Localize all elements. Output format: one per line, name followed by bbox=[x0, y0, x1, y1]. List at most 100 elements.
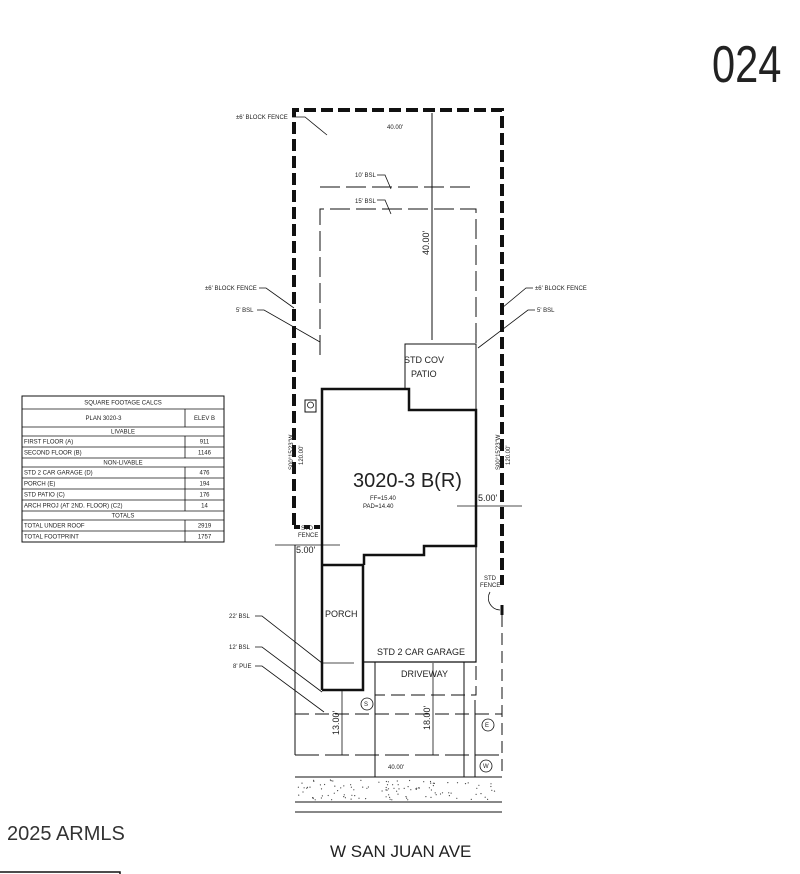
stipple-dot bbox=[365, 798, 367, 800]
table-row-value: 911 bbox=[200, 440, 210, 446]
std-fence-left-2: FENCE bbox=[298, 533, 318, 539]
table-row-label: PORCH (E) bbox=[24, 482, 55, 488]
porch-front-label: 13.00' bbox=[331, 710, 341, 735]
garage-front-label: 18.00' bbox=[422, 705, 432, 730]
stipple-dot bbox=[297, 786, 299, 788]
table-row-value: 1146 bbox=[198, 451, 212, 457]
stipple-dot bbox=[434, 792, 436, 794]
stipple-dot bbox=[321, 795, 323, 797]
stipple-dot bbox=[423, 781, 425, 783]
table-row-value: 194 bbox=[199, 482, 210, 488]
patio-label-2: PATIO bbox=[411, 369, 437, 379]
stipple-dot bbox=[319, 784, 321, 786]
bsl-12-callout: 12' BSL bbox=[229, 645, 250, 651]
water-marker-icon bbox=[479, 759, 493, 773]
stipple-dot bbox=[385, 780, 387, 783]
stipple-dot bbox=[403, 787, 405, 790]
stipple-dot bbox=[350, 798, 352, 800]
bsl-22-callout: 22' BSL bbox=[229, 614, 250, 620]
stipple-dot bbox=[381, 790, 383, 792]
stipple-dot bbox=[366, 787, 368, 789]
stipple-dot bbox=[484, 796, 486, 798]
stipple-dot bbox=[344, 797, 346, 799]
table-plan-label: PLAN 3020-3 bbox=[85, 416, 122, 422]
stipple-dot bbox=[415, 788, 417, 791]
stipple-dot bbox=[397, 784, 399, 786]
table-row-value: 1757 bbox=[198, 535, 212, 541]
stipple-dot bbox=[298, 794, 300, 796]
stipple-dot bbox=[397, 793, 399, 795]
leader bbox=[255, 646, 323, 693]
stipple-dot bbox=[475, 793, 477, 796]
stipple-dot bbox=[467, 782, 469, 784]
stipple-dot bbox=[429, 780, 432, 783]
driveway-edges bbox=[374, 662, 465, 777]
rear-bsl-15-callout: 15' BSL bbox=[355, 199, 376, 205]
stipple-dot bbox=[332, 780, 334, 782]
top-fence-callout: ±6' BLOCK FENCE bbox=[236, 115, 288, 121]
stipple-dot bbox=[301, 782, 303, 784]
sewer-marker-icon bbox=[360, 697, 374, 711]
stipple-dot bbox=[327, 794, 329, 797]
bottom-width-label: 40.00' bbox=[388, 765, 404, 771]
table-row-value: 476 bbox=[199, 471, 210, 477]
table-row-label: TOTAL UNDER ROOF bbox=[24, 524, 85, 530]
stipple-dot bbox=[320, 788, 323, 790]
stipple-dot bbox=[393, 787, 395, 789]
stipple-dot bbox=[385, 796, 387, 798]
ac-fan-icon bbox=[307, 401, 314, 409]
stipple-dot bbox=[389, 796, 391, 799]
table-section-header: LIVABLE bbox=[111, 430, 135, 436]
stipple-dot bbox=[306, 787, 308, 789]
stipple-dot bbox=[385, 789, 387, 791]
stipple-dot bbox=[398, 788, 400, 790]
stipple-dot bbox=[396, 780, 398, 782]
pad-elevation: PAD=14.40 bbox=[363, 504, 394, 510]
patio bbox=[404, 343, 477, 410]
stipple-dot bbox=[491, 789, 493, 791]
rear-bsl-10-callout: 10' BSL bbox=[355, 173, 376, 179]
table-elev-label: ELEV B bbox=[194, 416, 215, 422]
stipple-dot bbox=[456, 782, 459, 784]
std-fence-left-1: STD bbox=[301, 526, 314, 532]
stipple-dot bbox=[405, 796, 407, 798]
stipple-dot bbox=[314, 799, 316, 801]
stipple-dot bbox=[320, 797, 322, 799]
stipple-dot bbox=[313, 779, 315, 782]
stipple-dot bbox=[432, 782, 434, 784]
leader bbox=[292, 116, 328, 136]
driveway-label: DRIVEWAY bbox=[401, 669, 448, 679]
table-row-value: 2919 bbox=[198, 524, 212, 530]
stipple-dot bbox=[409, 779, 411, 782]
table-row-label: STD 2 CAR GARAGE (D) bbox=[24, 471, 93, 477]
leader bbox=[501, 287, 533, 309]
stipple-dot bbox=[354, 795, 356, 797]
stipple-dot bbox=[306, 786, 309, 789]
stipple-dot bbox=[450, 792, 452, 794]
top-width-label: 40.00' bbox=[387, 125, 403, 131]
leader bbox=[255, 665, 325, 713]
stipple-dot bbox=[430, 782, 432, 784]
stipple-dot bbox=[334, 785, 336, 787]
stipple-dot bbox=[430, 789, 432, 791]
electric-marker-icon bbox=[481, 718, 495, 732]
sheet-number: 024 bbox=[712, 35, 781, 94]
stipple-dot bbox=[388, 794, 390, 796]
stipple-dot bbox=[389, 798, 391, 800]
right-length: 120.00' bbox=[506, 446, 512, 466]
stipple-dot bbox=[337, 790, 339, 792]
table-row-label: STD PATIO (C) bbox=[24, 493, 65, 499]
left-bearing: S00°15'23"W bbox=[289, 434, 295, 470]
stipple-dot bbox=[418, 787, 420, 789]
left-length: 120.00' bbox=[299, 446, 305, 466]
stipple-dot bbox=[432, 785, 434, 787]
stipple-dot bbox=[330, 780, 332, 782]
marker-w: W bbox=[483, 764, 489, 770]
stipple-dot bbox=[407, 786, 409, 788]
ff-elevation: FF=15.40 bbox=[370, 496, 397, 502]
table-border bbox=[21, 395, 225, 543]
sidewalk-lines bbox=[295, 776, 502, 813]
stipple-dot bbox=[362, 786, 364, 788]
